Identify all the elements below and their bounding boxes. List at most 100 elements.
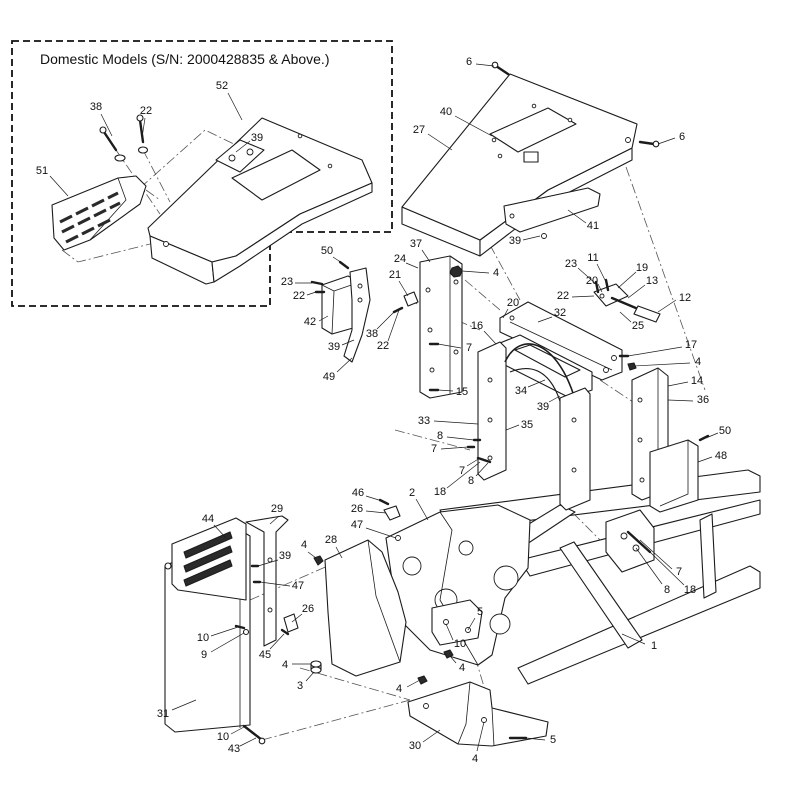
callout-label: 40: [440, 106, 452, 118]
leader-line: [567, 209, 587, 224]
leader-line: [596, 263, 607, 283]
leader-line: [210, 632, 245, 653]
part-10-43-bolt: [242, 724, 266, 745]
callout-label: 10: [217, 731, 229, 743]
callout-label: 33: [418, 415, 430, 427]
callout-label: 50: [321, 245, 333, 257]
callout-label: 9: [201, 649, 207, 661]
leader-line: [633, 362, 691, 367]
leader-line: [522, 235, 541, 241]
callout-label: 4: [695, 356, 701, 368]
leader-line: [415, 498, 429, 521]
part-41-plate: [503, 187, 601, 239]
callout-label: 4: [301, 539, 307, 551]
part-49-strip: [343, 267, 371, 363]
leader-line: [365, 510, 387, 514]
callout-label: 7: [676, 566, 682, 578]
part-44-vent: [171, 517, 247, 601]
callout-label: 4: [396, 683, 402, 695]
callout-label: 10: [197, 632, 209, 644]
leader-line: [440, 446, 469, 450]
part-30-lower-bracket: [407, 681, 549, 747]
leader-line: [405, 262, 419, 269]
leader-line: [446, 461, 481, 489]
part-4-nut: [449, 265, 463, 278]
leader-line: [427, 133, 453, 151]
callout-label: 20: [507, 297, 519, 309]
callout-label: 37: [410, 238, 422, 250]
leader-line: [649, 551, 685, 586]
leader-line: [257, 559, 279, 567]
part-2-frame-side-plate: [385, 504, 531, 666]
callout-label: 4: [472, 753, 478, 765]
part-27-main-cover: [401, 73, 638, 257]
callout-label: 18: [434, 486, 446, 498]
leader-line: [376, 311, 395, 330]
leader-line: [318, 315, 329, 322]
part-51-inset-grille: [51, 175, 147, 251]
callout-label: 25: [632, 320, 644, 332]
part-12-linkage: [593, 278, 661, 323]
callout-label: 49: [323, 371, 335, 383]
leader-line: [259, 581, 291, 587]
part-50-23-22-screws: [310, 260, 350, 294]
leader-line: [445, 623, 454, 641]
leader-line: [235, 140, 251, 153]
callout-label: 24: [394, 253, 406, 265]
leader-line: [657, 137, 676, 145]
leader-line: [697, 456, 713, 463]
leader-line: [239, 737, 257, 747]
leader-line: [577, 267, 597, 285]
callout-label: 35: [521, 419, 533, 431]
part-4-nut-shroud: [313, 555, 324, 566]
callout-label: 23: [565, 258, 577, 270]
callout-label: 39: [279, 550, 291, 562]
callout-label: 48: [715, 450, 727, 462]
leader-line: [291, 613, 303, 623]
callout-label: 47: [292, 580, 304, 592]
callout-label: 42: [304, 316, 316, 328]
callout-label: 7: [431, 443, 437, 455]
callout-label: 39: [509, 235, 521, 247]
leader-line: [476, 721, 485, 752]
leader-line: [230, 726, 245, 735]
callout-label: 22: [377, 340, 389, 352]
part-37-bracket: [419, 255, 463, 399]
callout-label: 6: [466, 56, 472, 68]
leader-line: [597, 283, 603, 293]
inset-title: Domestic Models (S/N: 2000428835 & Above…: [40, 51, 330, 67]
leader-line: [627, 346, 683, 357]
leader-line: [269, 633, 285, 650]
callout-label: 6: [679, 131, 685, 143]
leader-line: [387, 309, 400, 342]
callout-label: 15: [456, 386, 468, 398]
leader-lines: [49, 63, 719, 752]
callout-label: 26: [302, 603, 314, 615]
callout-label: 18: [684, 584, 696, 596]
callout-label: 44: [202, 513, 214, 525]
callout-label: 29: [271, 503, 283, 515]
callout-label: 20: [586, 275, 598, 287]
leader-line: [269, 515, 280, 525]
leader-line: [341, 339, 355, 346]
leader-line: [171, 699, 197, 711]
leader-line: [502, 308, 509, 319]
leader-line: [307, 551, 317, 559]
part-28-shroud: [324, 539, 407, 677]
leader-line: [446, 436, 475, 441]
callout-label: 4: [282, 659, 288, 671]
callout-label: 5: [477, 606, 483, 618]
leader-line: [627, 284, 646, 299]
leader-line: [619, 311, 632, 323]
callout-label: 22: [293, 290, 305, 302]
callout-label: 46: [352, 487, 364, 499]
leader-line: [635, 547, 663, 585]
callout-label: 34: [515, 385, 527, 397]
leader-line: [454, 115, 493, 137]
leader-line: [437, 343, 462, 349]
leader-line: [527, 379, 546, 388]
callout-label: 41: [587, 220, 599, 232]
callout-label: 43: [228, 743, 240, 755]
callout-label: 51: [36, 165, 48, 177]
